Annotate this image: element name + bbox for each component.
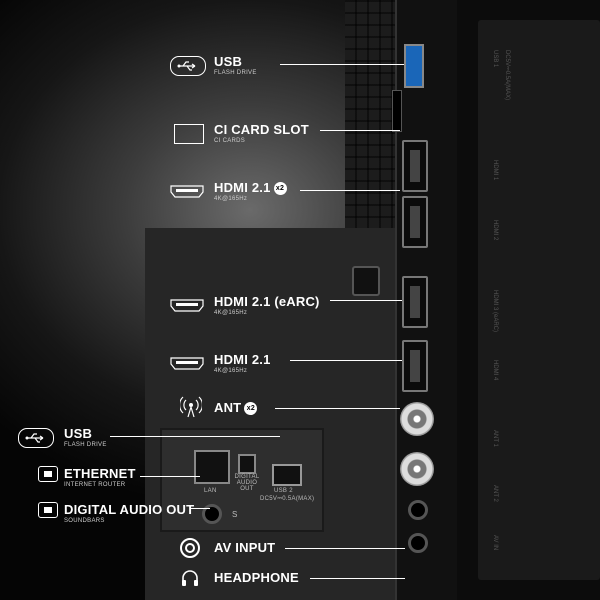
hdmi-icon	[170, 356, 204, 375]
quantity-badge: x2	[244, 402, 258, 416]
hdmi-earc-title: HDMI 2.1 (eARC)	[214, 294, 320, 309]
usb-icon	[18, 428, 54, 448]
ci-card-title: CI CARD SLOT	[214, 122, 309, 137]
usb-port-side	[404, 44, 424, 88]
leader-headphone	[310, 578, 405, 579]
ant-connector-1	[400, 402, 434, 436]
side-label-hdmi1: HDMI 1	[492, 160, 498, 181]
leader-usb-top	[280, 64, 404, 65]
audio-jack-bottom	[202, 504, 222, 524]
ant-connector-2	[400, 452, 434, 486]
leader-ethernet	[140, 476, 200, 477]
s-mark: S	[232, 510, 238, 519]
av-input-jack	[408, 500, 428, 520]
usb-icon	[170, 56, 206, 76]
optical-port	[238, 454, 256, 474]
side-label-plate: USB 1 DC5V⎓0.5A(MAX) HDMI 1 HDMI 2 HDMI …	[478, 20, 600, 580]
side-label-hdmi2: HDMI 2	[492, 220, 498, 241]
usb-top-sub: FLASH DRIVE	[214, 70, 257, 76]
hdmi-port-2	[402, 196, 428, 248]
hdmi-port-1	[402, 140, 428, 192]
hdmi-port-4	[402, 340, 428, 392]
hdmi-icon	[170, 184, 204, 203]
side-label-ant2: ANT 2	[492, 485, 498, 502]
usb2-label: USB 2	[274, 488, 293, 494]
digital-audio-title: DIGITAL AUDIO OUT	[64, 502, 195, 517]
usb-top-title: USB	[214, 54, 243, 69]
ethernet-sub: INTERNET ROUTER	[64, 482, 126, 488]
av-input-title: AV INPUT	[214, 540, 276, 555]
usb-bottom-title: USB	[64, 426, 93, 441]
optical-audio-icon	[38, 502, 58, 518]
hdmi-x2-sub: 4K@165Hz	[214, 196, 248, 202]
headphone-jack	[408, 533, 428, 553]
leader-hdmi-single	[290, 360, 402, 361]
side-label-hdmi3: HDMI 3 (eARC)	[492, 290, 498, 333]
leader-usb-bottom	[110, 436, 280, 437]
hdmi-single-sub: 4K@165Hz	[214, 368, 248, 374]
usb-port-bottom	[272, 464, 302, 486]
leader-digital-audio	[190, 508, 210, 509]
side-label-ant1: ANT 1	[492, 430, 498, 447]
optical-port-label: DIGITAL AUDIO OUT	[234, 474, 260, 492]
side-label-usb1-spec: DC5V⎓0.5A(MAX)	[504, 50, 510, 101]
leader-hdmi-x2	[300, 190, 400, 191]
hdmi-earc-sub: 4K@165Hz	[214, 310, 248, 316]
ci-card-sub: CI CARDS	[214, 138, 246, 144]
digital-audio-sub: SOUNDBARS	[64, 518, 105, 524]
leader-ci-card	[320, 130, 400, 131]
leader-av-input	[285, 548, 405, 549]
side-label-hdmi4: HDMI 4	[492, 360, 498, 381]
antenna-icon	[179, 396, 203, 423]
headphone-icon	[180, 568, 200, 593]
usb2-spec-label: DC5V⎓0.5A(MAX)	[260, 496, 315, 502]
lower-io-box: LAN DIGITAL AUDIO OUT USB 2 DC5V⎓0.5A(MA…	[160, 428, 324, 532]
av-input-icon	[180, 538, 200, 558]
hdmi-port-3	[402, 276, 428, 328]
ci-card-icon	[174, 124, 204, 144]
lan-port-label: LAN	[204, 488, 217, 494]
ethernet-title: ETHERNET	[64, 466, 136, 481]
hdmi-icon	[170, 298, 204, 317]
ci-card-slot	[392, 90, 402, 132]
usb-bottom-sub: FLASH DRIVE	[64, 442, 107, 448]
side-label-av-in: AV IN	[492, 535, 498, 551]
hdmi-single-title: HDMI 2.1	[214, 352, 271, 367]
ethernet-icon	[38, 466, 58, 482]
quantity-badge: x2	[273, 182, 287, 196]
mount-knob	[352, 266, 380, 296]
leader-hdmi-earc	[330, 300, 402, 301]
headphone-title: HEADPHONE	[214, 570, 299, 585]
lan-port	[194, 450, 230, 484]
leader-ant	[275, 408, 400, 409]
side-label-usb1: USB 1	[492, 50, 498, 68]
